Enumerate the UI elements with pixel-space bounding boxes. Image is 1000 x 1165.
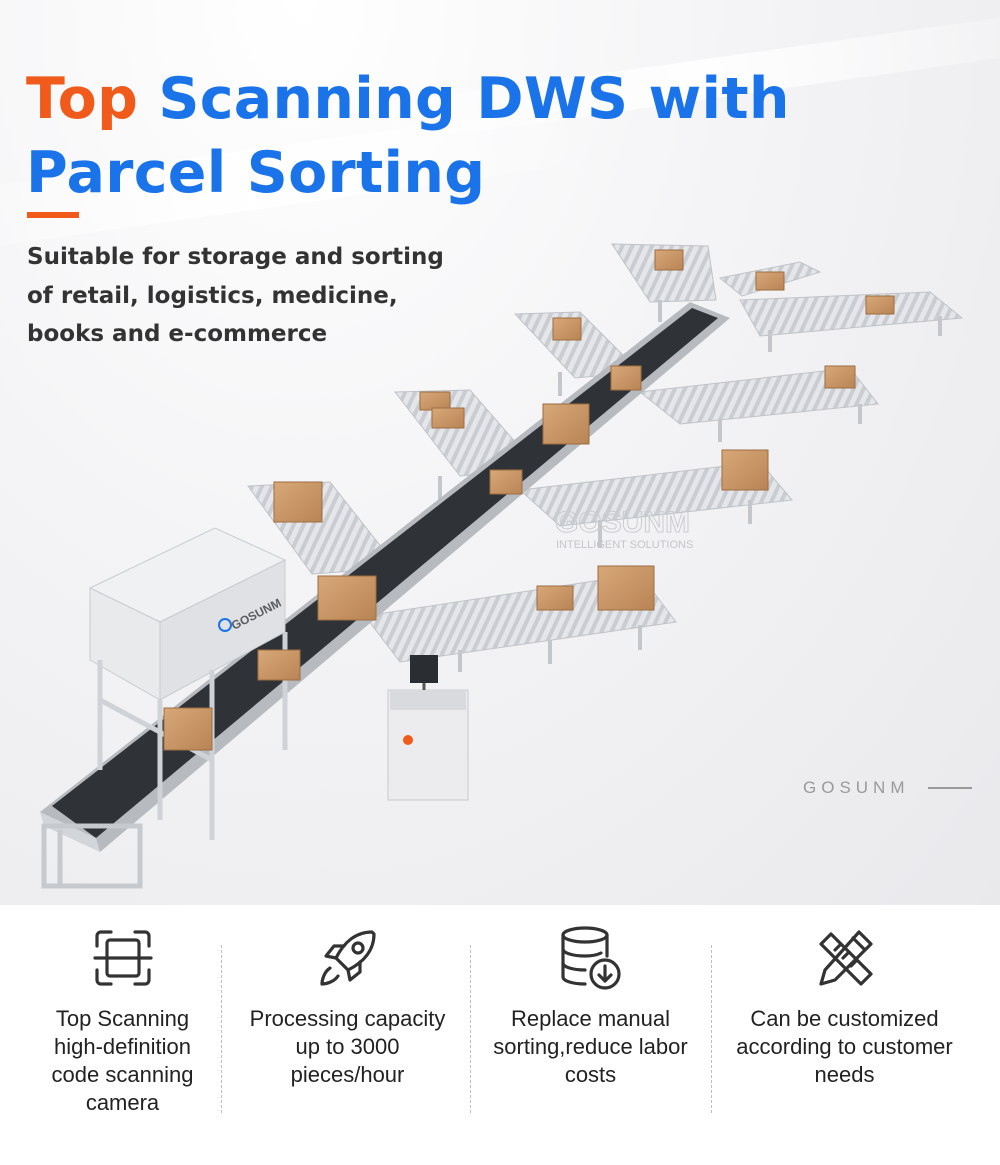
- feature-divider: [470, 945, 471, 1113]
- subtitle-line: books and e-commerce: [27, 321, 328, 347]
- support-legs: [438, 300, 942, 672]
- rocket-icon: [319, 930, 376, 986]
- feature-label-line: Replace manual: [511, 1006, 670, 1031]
- feature-label-line: up to 3000: [295, 1034, 400, 1059]
- database-download-icon: [560, 926, 621, 990]
- feature-label-line: costs: [564, 1062, 617, 1087]
- subtitle-line: Suitable for storage and sorting: [27, 244, 444, 270]
- pencil-ruler-icon: [818, 930, 873, 986]
- features-row: Top Scanning high-definition code scanni…: [0, 905, 1000, 1165]
- feature-label-line: camera: [85, 1090, 160, 1115]
- feature-label-line: pieces/hour: [290, 1062, 405, 1087]
- title-underline: [27, 212, 79, 218]
- feature-label-line: Processing capacity: [249, 1006, 446, 1031]
- feature-label-line: needs: [814, 1062, 875, 1087]
- watermark-tagline: INTELLIGENT SOLUTIONS: [556, 539, 693, 551]
- feature-label: Top Scanning high-definition code scanni…: [0, 1005, 245, 1117]
- scanning-tunnel: GOSUNM: [88, 527, 288, 840]
- scan-frame-icon: [92, 930, 153, 986]
- feature-divider: [221, 945, 222, 1113]
- feature-label-line: sorting,reduce labor: [493, 1034, 688, 1059]
- feature-label-line: according to customer: [736, 1034, 953, 1059]
- feature-item: Replace manual sorting,reduce labor cost…: [468, 905, 713, 1135]
- feature-label-line: Can be customized: [750, 1006, 939, 1031]
- feature-label: Replace manual sorting,reduce labor cost…: [468, 1005, 713, 1089]
- feature-label: Processing capacity up to 3000 pieces/ho…: [225, 1005, 470, 1089]
- feature-label-line: high-definition: [54, 1034, 191, 1059]
- page-title: Top Scanning DWS with Parcel Sorting: [26, 62, 790, 210]
- title-line1-rest: Scanning DWS with: [158, 66, 790, 132]
- feature-label-line: code scanning: [51, 1062, 194, 1087]
- subtitle: Suitable for storage and sorting of reta…: [27, 238, 497, 354]
- control-cabinet: [387, 655, 469, 801]
- feature-label-line: Top Scanning: [55, 1006, 190, 1031]
- watermark-brand: GOSUNM: [555, 506, 690, 539]
- subtitle-line: of retail, logistics, medicine,: [27, 282, 398, 309]
- feature-item: Top Scanning high-definition code scanni…: [0, 905, 245, 1135]
- corner-brand-line: [928, 787, 972, 789]
- sorting-system-illustration: GOSUNM: [40, 243, 964, 889]
- hero-section: GOSUNM: [0, 0, 1000, 905]
- feature-divider: [711, 945, 712, 1113]
- title-line2: Parcel Sorting: [26, 140, 486, 206]
- title-accent: Top: [26, 66, 139, 132]
- parcel-boxes: [163, 249, 895, 751]
- feature-label: Can be customized according to customer …: [722, 1005, 967, 1089]
- feature-item: Can be customized according to customer …: [722, 905, 967, 1135]
- feature-item: Processing capacity up to 3000 pieces/ho…: [225, 905, 470, 1135]
- corner-brand: GOSUNM: [803, 778, 910, 797]
